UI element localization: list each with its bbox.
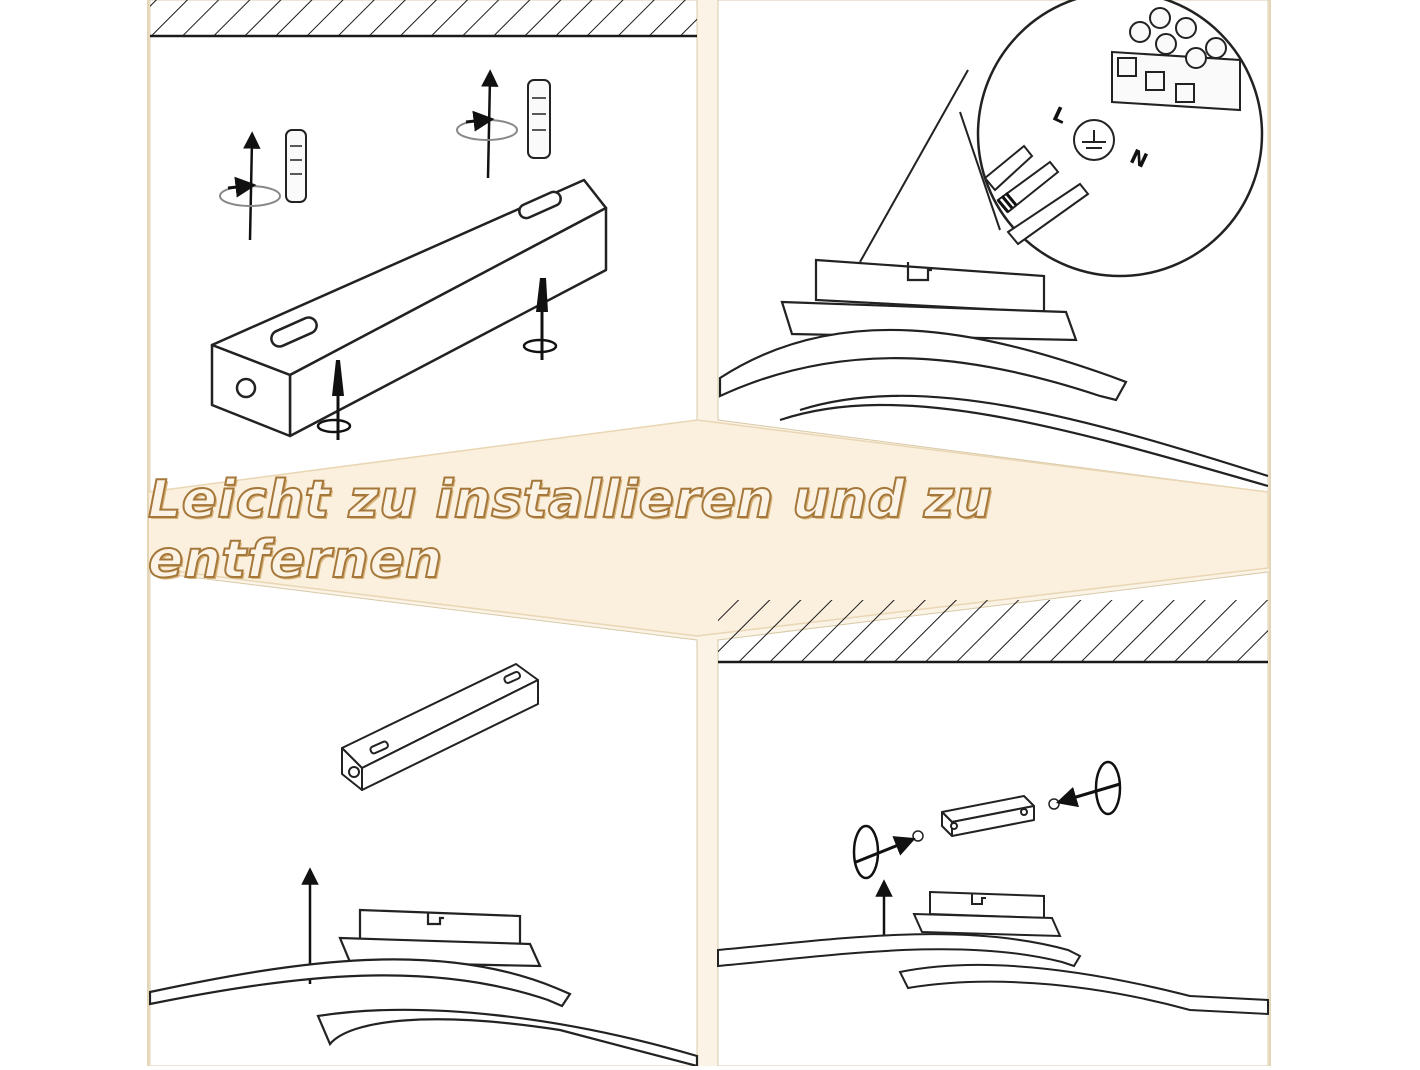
panel-attach-lamp	[148, 571, 699, 1068]
rotation-arrow-icon	[1094, 760, 1122, 816]
wiring-detail-magnifier: L N	[976, 0, 1264, 278]
wall-plug-icon	[527, 79, 551, 159]
panel-drill-mount	[149, 0, 698, 493]
wall-plug-icon	[285, 129, 307, 203]
mounting-bracket	[941, 795, 1035, 837]
panel-screw-lamp	[717, 571, 1269, 1067]
lamp-body	[718, 258, 1269, 488]
lamp-body	[148, 908, 699, 1068]
screw-icon	[522, 278, 558, 360]
screw-icon	[316, 360, 352, 440]
ceiling-hatch	[718, 600, 1268, 662]
mounting-bracket	[341, 663, 539, 791]
mounting-bracket	[210, 178, 608, 438]
ground-symbol-icon	[1073, 119, 1115, 161]
rotation-arrow-icon	[852, 824, 880, 880]
ceiling-hatch	[150, 0, 697, 36]
screw-icon	[1048, 760, 1122, 816]
terminal-block-icon	[1111, 7, 1241, 112]
banner-title: Leicht zu installieren und zu entfernen	[147, 469, 993, 591]
screw-icon	[852, 824, 924, 880]
lamp-body	[717, 890, 1269, 1016]
panel-wiring: L N	[717, 0, 1269, 493]
